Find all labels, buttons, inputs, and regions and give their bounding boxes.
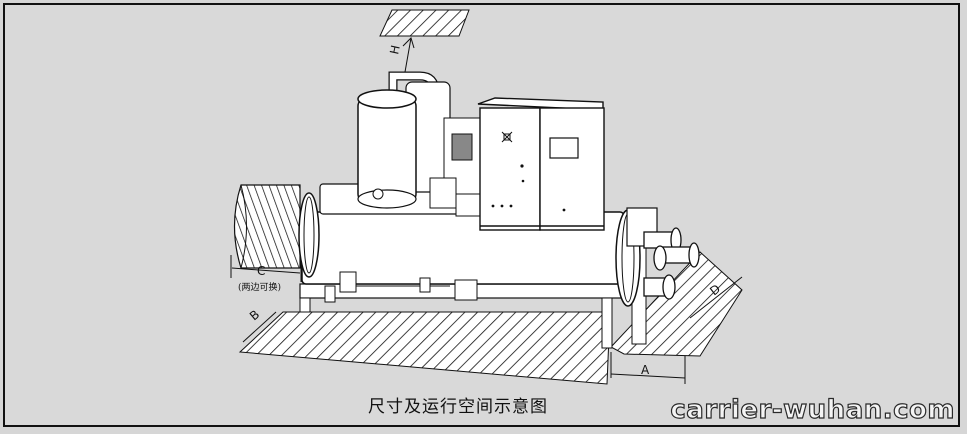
diagram-caption: 尺寸及运行空间示意图: [368, 397, 548, 417]
cabinet-symbol: [501, 131, 513, 143]
a-dimension-line: [610, 373, 686, 379]
label-a: A: [641, 363, 650, 377]
control-cabinet: [477, 97, 605, 231]
label-h: H: [387, 44, 403, 56]
label-c-note: (两边可换): [238, 281, 281, 293]
h-dimension-line: [404, 37, 412, 73]
left-clearance-zone: [233, 184, 301, 269]
bottom-piping: [324, 271, 478, 303]
water-nozzles: [643, 227, 700, 300]
b-dimension-line: [242, 311, 277, 343]
compressor: [357, 89, 417, 209]
front-clearance-zone: [238, 311, 611, 385]
d-dimension-line: [689, 276, 743, 319]
watermark-text: carrier-wuhan.com: [670, 394, 955, 425]
label-b: B: [247, 307, 262, 323]
top-clearance-zone: [379, 9, 470, 37]
valve-cluster: [429, 117, 483, 217]
cabinet-indicators: [491, 164, 566, 212]
left-head: [298, 192, 320, 278]
c-dimension-line: [231, 267, 301, 274]
label-c: C: [257, 264, 265, 278]
